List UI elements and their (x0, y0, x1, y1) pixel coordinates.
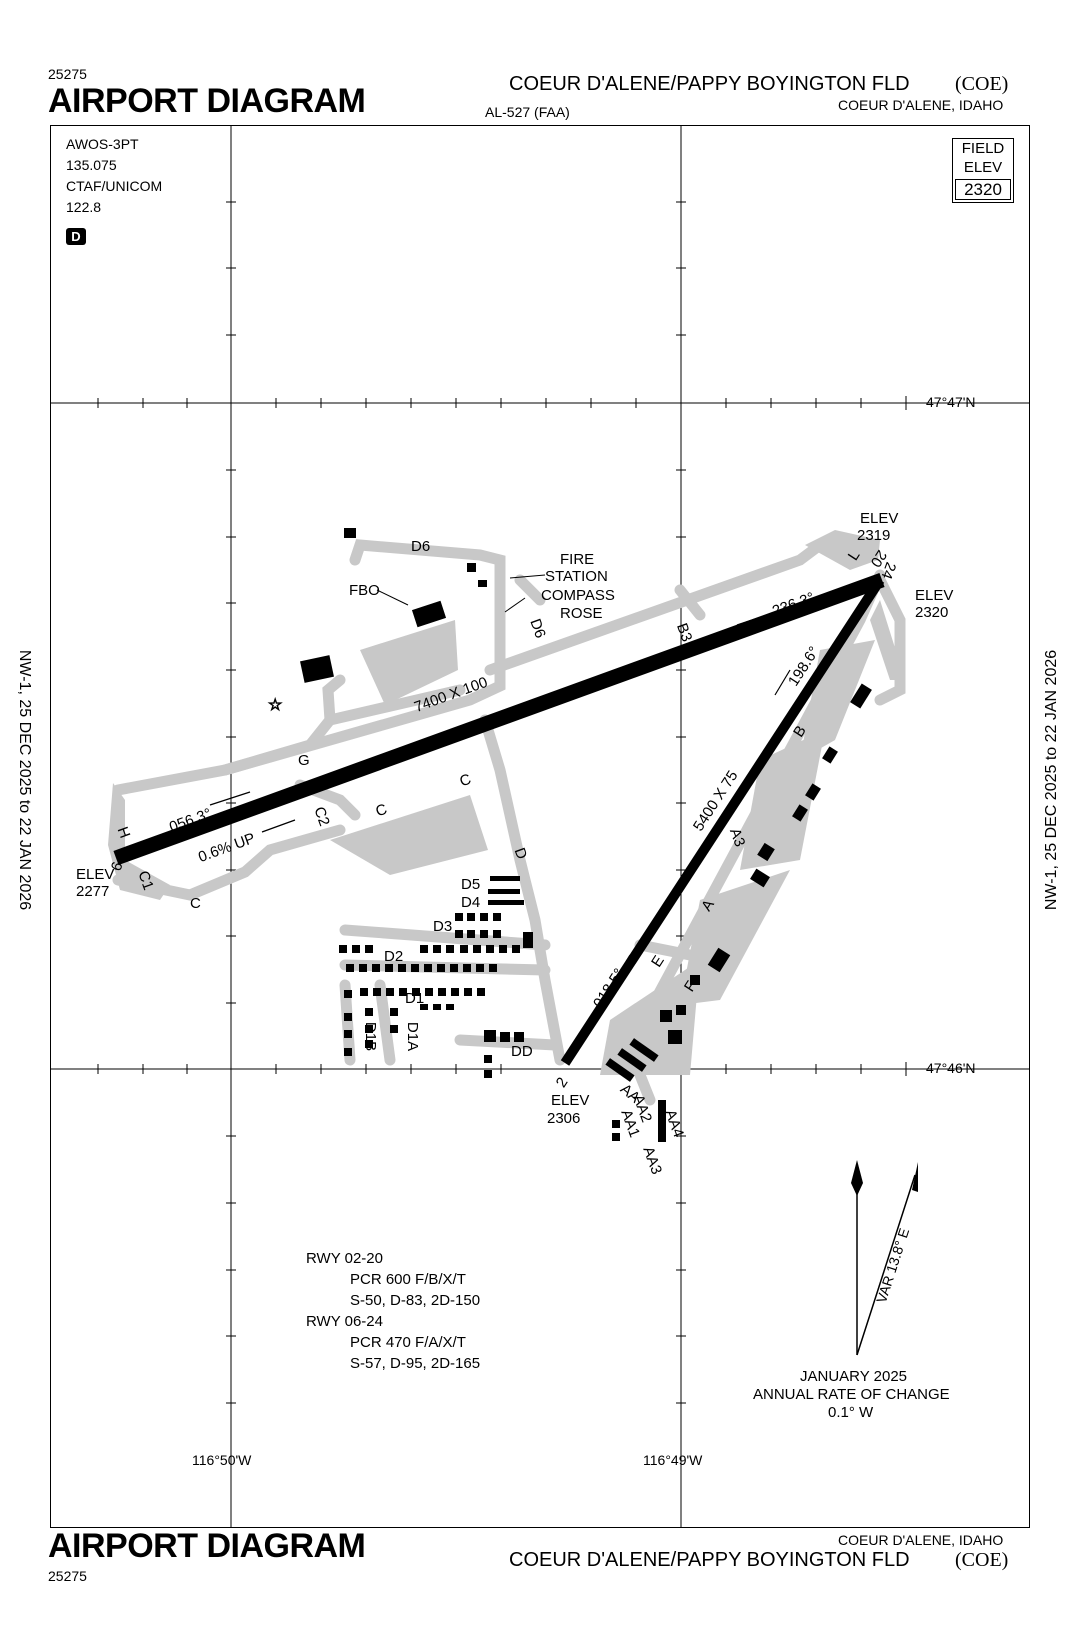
latitude-north: 47°47'N (926, 394, 976, 410)
magnetic-north-arrow-icon (856, 1162, 918, 1356)
taxiway-d2-label: D2 (384, 948, 404, 965)
fire-station-line2: STATION (545, 568, 608, 585)
heading-arrows (209, 613, 791, 981)
field-elev-line1: FIELD (961, 140, 1005, 157)
taxiway-d6-label: D6 (411, 538, 431, 555)
digital-atis-icon: D (66, 228, 86, 245)
magvar-rate-label: ANNUAL RATE OF CHANGE (753, 1386, 950, 1403)
pcr-rwy1-value: PCR 600 F/B/X/T (350, 1271, 466, 1288)
fbo-label: FBO (349, 582, 380, 599)
footer-airport-name: COEUR D'ALENE/PAPPY BOYINGTON FLD (509, 1549, 910, 1571)
fire-station-line1: FIRE (560, 551, 595, 568)
footer-chart-number: 25275 (48, 1568, 87, 1584)
runway-06-elev: 2277 (76, 883, 110, 900)
magvar-rate: 0.1° W (828, 1404, 874, 1421)
procedure-id: AL-527 (FAA) (485, 104, 570, 120)
lat-lon-grid (50, 125, 1030, 1527)
star-icon: ☆ (268, 697, 282, 714)
compass-rose-line2: ROSE (560, 605, 603, 622)
awos-label: AWOS-3PT (66, 136, 139, 152)
taxiway-d1b-label: D1B (362, 1021, 380, 1052)
fbo-pointer (376, 574, 546, 613)
runway-02-elev: 2306 (547, 1110, 581, 1127)
ctaf-label: CTAF/UNICOM (66, 178, 163, 194)
chart-frame (50, 125, 1030, 1528)
taxiway-d4-label: D4 (461, 894, 481, 911)
north-arrow-icon (851, 1160, 863, 1355)
footer-city-state: COEUR D'ALENE, IDAHO (838, 1532, 1004, 1548)
taxiway-d5-label: D5 (461, 876, 481, 893)
field-elev-line2: ELEV (963, 159, 1003, 176)
airport-name: COEUR D'ALENE/PAPPY BOYINGTON FLD (509, 73, 910, 95)
pcr-rwy2: RWY 06-24 (306, 1313, 383, 1330)
taxiway-d3-label: D3 (433, 918, 453, 935)
runway-20-elev-label: ELEV (860, 510, 899, 527)
runway-24-elev-label: ELEV (915, 587, 954, 604)
taxiway-c-lower-label: C (190, 895, 201, 912)
pcr-rwy1: RWY 02-20 (306, 1250, 383, 1267)
runways (113, 572, 885, 1066)
runway-02-20 (560, 577, 885, 1066)
taxiway-g-label: G (298, 752, 310, 769)
field-elevation-box: FIELD ELEV 2320 (952, 138, 1014, 203)
taxiway-d1-label: D1 (405, 990, 425, 1007)
field-elev-value: 2320 (955, 179, 1011, 200)
longitude-west: 116°50'W (192, 1452, 252, 1468)
runway-20-elev: 2319 (857, 527, 891, 544)
longitude-east: 116°49'W (643, 1452, 703, 1468)
awos-frequency: 135.075 (66, 157, 117, 173)
page-title: AIRPORT DIAGRAM (48, 82, 366, 120)
buildings (300, 528, 872, 1142)
taxiway-dd-label: DD (511, 1043, 533, 1060)
pcr-rwy2-value: PCR 470 F/A/X/T (350, 1334, 466, 1351)
airport-id: (COE) (955, 73, 1009, 95)
runway-02-elev-label: ELEV (551, 1092, 590, 1109)
pcr-rwy2-weights: S-57, D-95, 2D-165 (350, 1355, 481, 1372)
city-state: COEUR D'ALENE, IDAHO (838, 97, 1004, 113)
pcr-rwy1-weights: S-50, D-83, 2D-150 (350, 1292, 481, 1309)
runway-06-elev-label: ELEV (76, 866, 115, 883)
runway-24-elev: 2320 (915, 604, 949, 621)
footer-title: AIRPORT DIAGRAM (48, 1527, 366, 1565)
magvar-date: JANUARY 2025 (800, 1368, 908, 1385)
ctaf-frequency: 122.8 (66, 199, 102, 215)
taxiway-d1a-label: D1A (404, 1021, 422, 1052)
compass-rose-line1: COMPASS (541, 587, 615, 604)
runway-06-24 (113, 572, 885, 866)
footer-airport-id: (COE) (955, 1549, 1009, 1571)
latitude-south: 47°46'N (926, 1060, 976, 1076)
taxiway-network (112, 539, 906, 1106)
chart-number: 25275 (48, 66, 87, 82)
